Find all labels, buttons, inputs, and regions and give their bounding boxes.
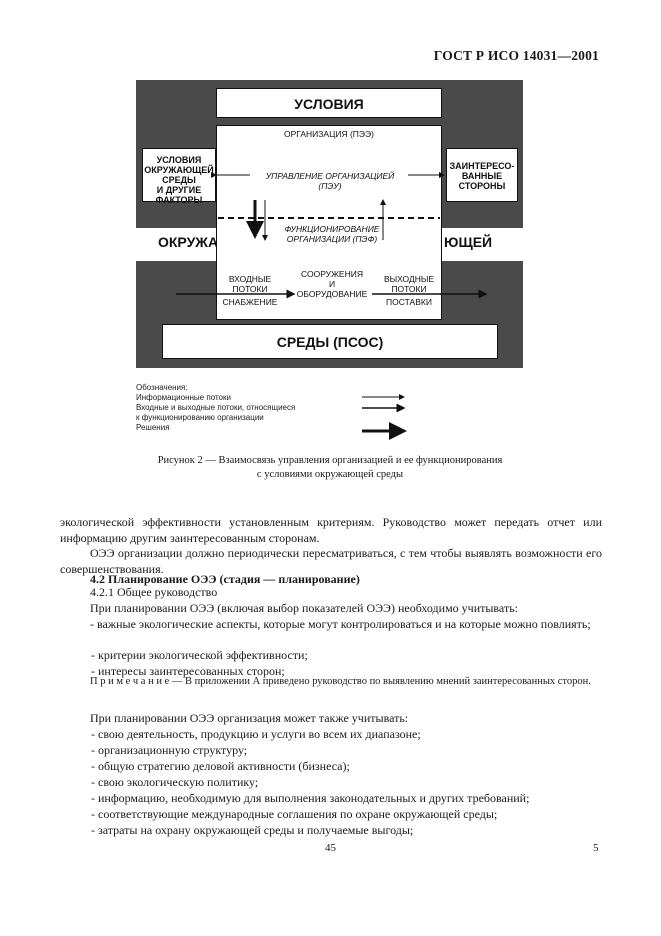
left-box-line: СРЕДЫ — [162, 175, 196, 185]
facilities-line: СООРУЖЕНИЯ — [301, 269, 363, 279]
output-flows-label: ВЫХОДНЫЕ ПОТОКИ — [376, 274, 442, 294]
list-item: - общую стратегию деловой активности (би… — [91, 759, 350, 773]
list-item: - информацию, необходимую для выполнения… — [91, 791, 530, 805]
paragraph: ОЭЭ организации должно периодически пере… — [60, 546, 602, 576]
right-box-line: СТОРОНЫ — [458, 181, 506, 191]
organization-title: ОРГАНИЗАЦИЯ (ПЭЭ) — [284, 129, 374, 139]
list-item: - затраты на охрану окружающей среды и п… — [91, 823, 414, 837]
legend: Обозначения: Информационные потоки Входн… — [136, 383, 295, 433]
page-number-right: 5 — [593, 842, 599, 854]
note-label: П р и м е ч а н и е — [90, 676, 170, 687]
list-item: - интересы заинтересованных сторон; — [91, 664, 285, 678]
outputs-line: ВЫХОДНЫЕ — [383, 274, 435, 284]
note-text: — В приложении А приведено руководство п… — [169, 676, 591, 687]
facilities-line: И — [328, 279, 336, 289]
outputs-line: ПОТОКИ — [391, 284, 427, 294]
subsection-heading: 4.2.1 Общее руководство — [90, 585, 218, 599]
environment-left-label: ОКРУЖА — [158, 234, 219, 250]
list-item: - соответствующие международные соглашен… — [91, 807, 498, 821]
operation-line: ОРГАНИЗАЦИИ (ПЭФ) — [286, 234, 378, 244]
environment-bottom-box: СРЕДЫ (ПСОС) — [162, 324, 498, 359]
list-item: - критерии экологической эффективности; — [91, 648, 308, 662]
inputs-line: ПОТОКИ — [232, 284, 268, 294]
left-box-line: ФАКТОРЫ — [155, 195, 203, 205]
legend-info: Информационные потоки — [136, 393, 231, 402]
legend-title: Обозначения: — [136, 383, 188, 392]
legend-flows-cont: к функционированию организации — [136, 413, 264, 422]
management-line: УПРАВЛЕНИЕ ОРГАНИЗАЦИЕЙ — [265, 171, 395, 181]
paragraph: При планировании ОЭЭ организация может т… — [90, 711, 409, 725]
legend-decisions: Решения — [136, 423, 170, 432]
right-box-line: ЗАИНТЕРЕСО- — [449, 161, 515, 171]
input-flows-label: ВХОДНЫЕ ПОТОКИ — [218, 274, 282, 294]
management-label: УПРАВЛЕНИЕ ОРГАНИЗАЦИЕЙ (ПЭУ) — [240, 171, 420, 191]
caption-line: с условиями окружающей среды — [256, 469, 404, 480]
list-item: - организационную структуру; — [91, 743, 248, 757]
left-box-line: И ДРУГИЕ — [156, 185, 202, 195]
left-box-line: ОКРУЖАЮЩЕЙ — [144, 165, 214, 175]
deliveries-label: ПОСТАВКИ — [386, 297, 432, 307]
section-heading: 4.2 Планирование ОЭЭ (стадия — планирова… — [90, 572, 360, 586]
list-item: - свою экологическую политику; — [91, 775, 259, 789]
page-number-center: 45 — [325, 842, 336, 854]
figure-caption: Рисунок 2 — Взаимосвязь управления орган… — [60, 454, 600, 482]
list-item: - важные экологические аспекты, которые … — [90, 617, 591, 631]
note: П р и м е ч а н и е — В приложении А при… — [60, 675, 602, 689]
conditions-box: УСЛОВИЯ — [216, 88, 442, 118]
operation-line: ФУНКЦИОНИРОВАНИЕ — [284, 224, 380, 234]
facilities-line: ОБОРУДОВАНИЕ — [296, 289, 368, 299]
environmental-conditions-box: УСЛОВИЯ ОКРУЖАЮЩЕЙ СРЕДЫ И ДРУГИЕ ФАКТОР… — [142, 148, 216, 205]
list-item: - свою деятельность, продукцию и услуги … — [91, 727, 421, 741]
operation-label: ФУНКЦИОНИРОВАНИЕ ОРГАНИЗАЦИИ (ПЭФ) — [262, 224, 402, 244]
paragraph: экологической эффективности установленны… — [60, 515, 602, 545]
paragraph: При планировании ОЭЭ (включая выбор пока… — [90, 601, 518, 615]
legend-flows: Входные и выходные потоки, относящиеся — [136, 403, 296, 412]
right-box-line: ВАННЫЕ — [461, 171, 503, 181]
supply-label: СНАБЖЕНИЕ — [222, 297, 278, 307]
caption-line: Рисунок 2 — Взаимосвязь управления орган… — [157, 455, 503, 466]
interested-parties-box: ЗАИНТЕРЕСО- ВАННЫЕ СТОРОНЫ — [446, 148, 518, 202]
facilities-label: СООРУЖЕНИЯ И ОБОРУДОВАНИЕ — [286, 269, 378, 299]
left-box-line: УСЛОВИЯ — [156, 155, 202, 165]
document-header: ГОСТ Р ИСО 14031—2001 — [433, 48, 599, 63]
environment-right-label: ЮЩЕЙ — [444, 234, 493, 250]
management-line: (ПЭУ) — [318, 181, 342, 191]
inputs-line: ВХОДНЫЕ — [228, 274, 272, 284]
